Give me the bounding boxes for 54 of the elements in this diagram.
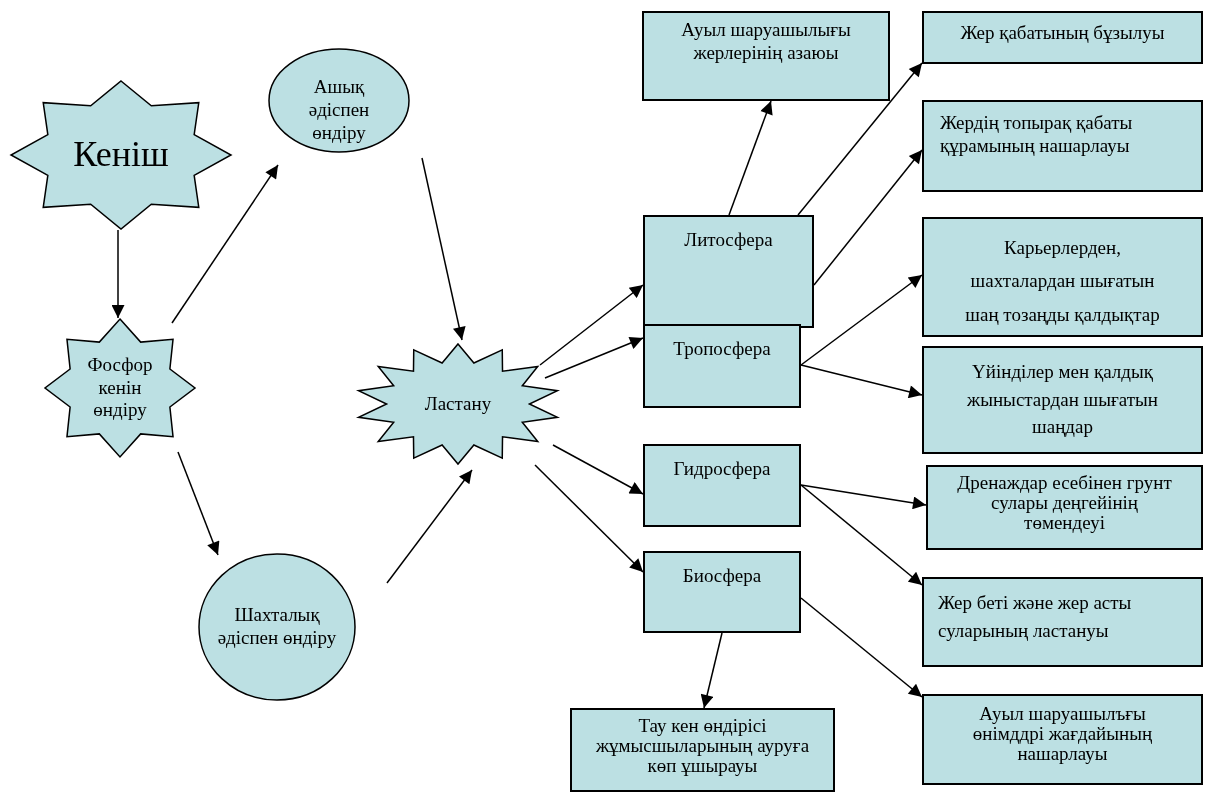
arrow (111, 229, 125, 319)
node-label: Жер беті және жер асты суларының ластануы (938, 591, 1133, 643)
process-box (922, 577, 1203, 667)
arrow (386, 469, 473, 584)
process-box (922, 100, 1203, 192)
arrow (800, 597, 923, 698)
arrow (800, 484, 927, 510)
star-shape (44, 318, 196, 458)
arrow (800, 364, 923, 399)
arrow (544, 336, 644, 379)
arrow (534, 464, 644, 573)
arrow (177, 451, 220, 556)
process-box (570, 708, 835, 792)
arrow (552, 444, 644, 495)
arrow (700, 632, 723, 709)
arrow (797, 62, 923, 216)
node-label: Тау кен өндірісі жұмысшыларының ауруға көп ұшырауы (595, 716, 810, 776)
node-label: Дренаждар есебінен грунт сулары деңгейінің төмендеуі (956, 473, 1173, 533)
node-label: Ауыл шаруашылығы жерлерінің азаюы (680, 19, 852, 65)
node-label: Үйінділер мен қалдық жыныстардан шығатын шаңдар (966, 360, 1159, 440)
process-box (643, 551, 801, 633)
arrow (813, 149, 923, 286)
process-box (922, 694, 1203, 785)
process-box (922, 11, 1203, 64)
ellipse-shape (198, 553, 356, 701)
arrow (728, 100, 773, 216)
process-box (922, 217, 1203, 337)
process-box (922, 346, 1203, 454)
process-box (643, 215, 814, 328)
node-label: Гидросфера (673, 458, 771, 481)
node-label: Кеніш (73, 133, 169, 177)
node-label: Биосфера (682, 565, 762, 588)
process-box (643, 444, 801, 527)
arrow (421, 157, 466, 341)
process-box (642, 11, 890, 101)
arrow (800, 274, 923, 366)
node-label: Фосфор кенін өндіру (86, 353, 154, 423)
node-label: Ауыл шаруашылъғы өнімддрі жағдайының нашарлауы (971, 704, 1154, 764)
arrow (171, 164, 279, 324)
node-label: Шахталық әдіспен өндіру (217, 604, 337, 650)
node-label: Тропосфера (673, 338, 771, 361)
ellipse-shape (268, 48, 410, 153)
node-label: Литосфера (684, 229, 773, 252)
node-label: Жердің топырақ қабаты құрамының нашарлауы (940, 112, 1134, 158)
star-shape (10, 80, 232, 230)
node-label: Ластану (424, 392, 492, 416)
process-box (926, 465, 1203, 550)
node-label: Ашық әдіспен өндіру (307, 76, 371, 145)
node-label: Жер қабатының бұзылуы (960, 22, 1165, 45)
burst-shape (355, 343, 561, 465)
arrow (800, 484, 923, 586)
arrow (539, 284, 644, 366)
process-box (643, 324, 801, 408)
node-label: Карьерлерден, шахталардан шығатын шаң тозаңды қалдықтар (964, 236, 1161, 327)
